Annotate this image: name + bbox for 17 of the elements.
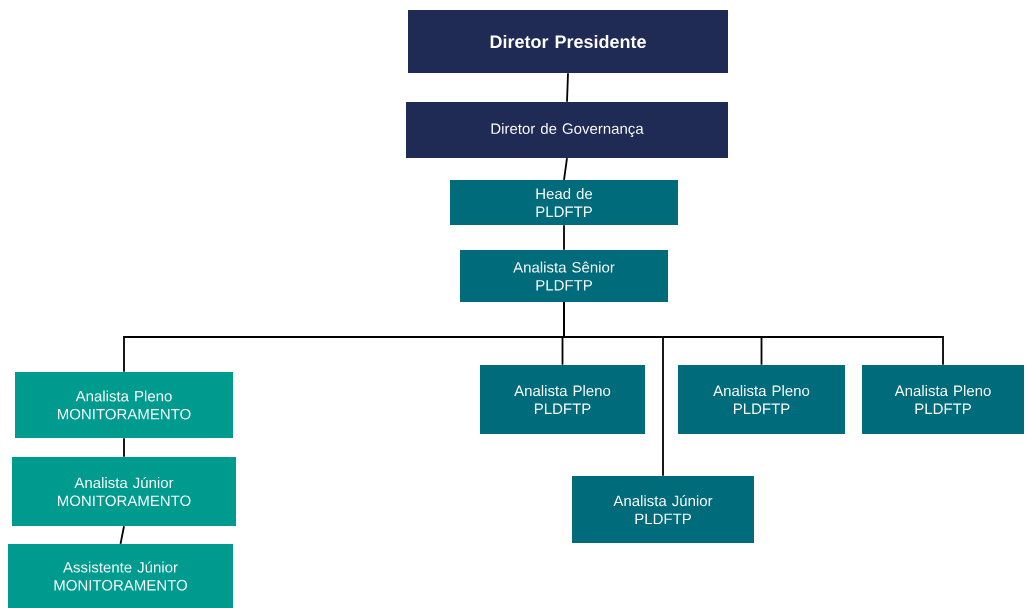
role-box: Diretor de Governança xyxy=(406,102,728,158)
connector-line xyxy=(566,72,569,103)
connector-line xyxy=(123,437,125,458)
role-box: Analista Pleno MONITORAMENTO xyxy=(15,372,233,438)
role-box: Analista Júnior MONITORAMENTO xyxy=(12,457,236,526)
role-box: Analista Pleno PLDFTP xyxy=(862,365,1024,434)
role-box: Analista Júnior PLDFTP xyxy=(572,476,754,543)
role-box: Head de PLDFTP xyxy=(450,180,678,225)
role-box: Analista Sênior PLDFTP xyxy=(460,250,668,302)
connector-line xyxy=(563,157,568,181)
role-box: Assistente Júnior MONITORAMENTO xyxy=(8,544,233,608)
role-box: Diretor Presidente xyxy=(408,10,728,73)
role-box: Analista Pleno PLDFTP xyxy=(678,365,845,434)
role-box: Analista Pleno PLDFTP xyxy=(480,365,645,434)
connector-line xyxy=(119,525,125,545)
connector-line xyxy=(563,301,944,366)
connector-line xyxy=(563,224,565,251)
